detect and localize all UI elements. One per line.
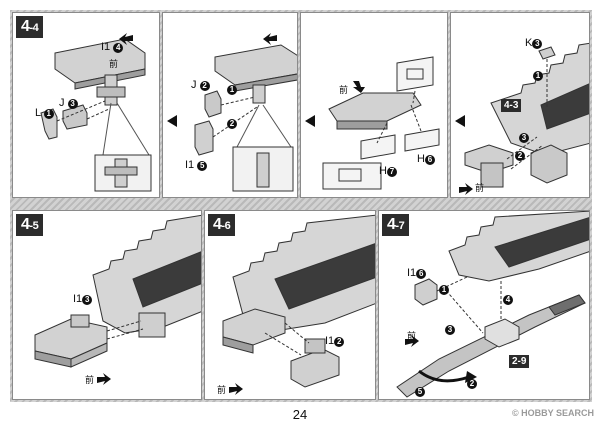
- order-marker-3: 3: [445, 325, 455, 335]
- reference-badge-4-3: 4-3: [501, 99, 522, 112]
- part-number: 3: [532, 39, 543, 49]
- order-marker-3: 3: [519, 133, 529, 143]
- step-4-4c-illustration: [305, 56, 440, 190]
- step-main: 4: [213, 216, 222, 233]
- step-panel-4-4b: J 2 I1 5 1 2: [162, 12, 298, 198]
- step-main: 4: [21, 18, 30, 35]
- part-number: 2: [334, 337, 345, 347]
- forward-label: 前: [217, 385, 227, 395]
- part-letter: J: [191, 79, 197, 91]
- step-main: 4: [21, 216, 30, 233]
- part-letter: J: [59, 97, 65, 109]
- order-marker-5: 5: [415, 387, 425, 397]
- forward-label: 前: [339, 85, 349, 95]
- step-sub: -4: [29, 22, 39, 34]
- step-sub: -6: [221, 220, 231, 232]
- order-marker-1: 1: [533, 71, 543, 81]
- page-number: 24: [292, 407, 308, 422]
- step-4-4d-illustration: [455, 42, 589, 195]
- part-label-J-2: J 2: [191, 79, 210, 91]
- forward-label: 前: [475, 183, 485, 193]
- part-number: 7: [386, 167, 397, 177]
- part-letter: I1: [185, 159, 195, 171]
- order-marker-1: 1: [439, 285, 449, 295]
- part-label-L-1: L 1: [35, 107, 54, 119]
- order-marker-1: 1: [227, 85, 237, 95]
- forward-label: 前: [407, 331, 417, 341]
- part-label-J-3: J 3: [59, 97, 78, 109]
- step-4-7-illustration: [396, 211, 589, 398]
- step-panel-4-4: 4-4 I1 4 前 J 3 L 1: [12, 12, 160, 198]
- step-number-badge: 4-5: [16, 214, 44, 236]
- instruction-sheet: 4-4 I1 4 前 J 3 L 1 J 2 I1 5 1 2: [10, 10, 592, 402]
- part-number: 3: [82, 295, 93, 305]
- step-number-badge: 4-6: [208, 214, 236, 236]
- step-main: 4: [387, 216, 396, 233]
- part-letter: L: [35, 107, 41, 119]
- forward-label: 前: [85, 375, 95, 385]
- step-4-5-illustration: [34, 214, 201, 385]
- part-letter: K: [525, 37, 533, 49]
- watermark: © HOBBY SEARCH: [512, 408, 594, 418]
- part-number: 1: [43, 109, 54, 119]
- part-letter: H: [379, 165, 387, 177]
- part-number: 6: [424, 155, 435, 165]
- step-sub: -5: [29, 220, 39, 232]
- part-number: 3: [67, 99, 78, 109]
- step-4-4b-illustration: [167, 33, 297, 192]
- part-letter: I1: [325, 335, 335, 347]
- part-label-I1-4: I1 4: [101, 41, 124, 53]
- part-letter: H: [417, 153, 425, 165]
- step-4-6-illustration: [222, 214, 375, 395]
- part-number: 6: [416, 269, 427, 279]
- step-number-badge: 4-4: [16, 16, 44, 38]
- part-label-I1-5: I1 5: [185, 159, 208, 171]
- step-sub: -7: [395, 220, 405, 232]
- order-marker-2: 2: [515, 151, 525, 161]
- part-number: 5: [197, 161, 208, 171]
- order-marker-2: 2: [467, 379, 477, 389]
- part-number: 2: [199, 81, 210, 91]
- part-letter: I1: [407, 267, 417, 279]
- reference-badge-2-9: 2-9: [509, 355, 530, 368]
- part-letter: I1: [101, 41, 111, 53]
- step-4-4-illustration: [40, 33, 152, 192]
- part-number: 4: [113, 43, 124, 53]
- order-marker-2: 2: [227, 119, 237, 129]
- part-letter: I1: [73, 293, 83, 305]
- forward-label: 前: [109, 59, 119, 69]
- step-number-badge: 4-7: [382, 214, 410, 236]
- order-marker-4: 4: [503, 295, 513, 305]
